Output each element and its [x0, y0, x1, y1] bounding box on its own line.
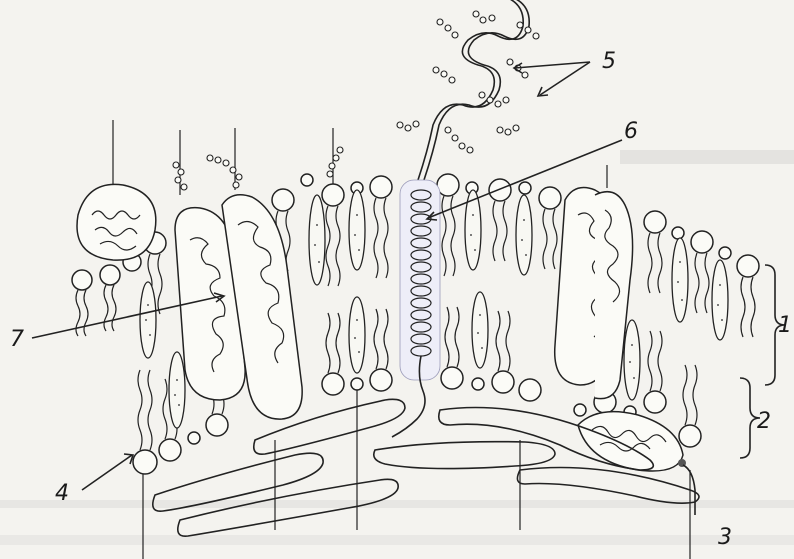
label-3: 3: [718, 525, 732, 550]
glycocalyx-chains: [173, 147, 343, 190]
label-5: 5: [602, 49, 616, 74]
label-6: 6: [624, 119, 638, 144]
label-2: 2: [757, 409, 771, 434]
arrow-5b: [540, 62, 590, 95]
transmembrane-helix: [392, 180, 440, 437]
glycoprotein-chain: [397, 0, 539, 180]
arrow-5a: [515, 62, 590, 68]
arrow-4: [82, 455, 132, 490]
integral-proteins: [77, 184, 686, 471]
label-4: 4: [55, 481, 69, 506]
label-7: 7: [10, 327, 24, 352]
label-1: 1: [778, 313, 792, 338]
